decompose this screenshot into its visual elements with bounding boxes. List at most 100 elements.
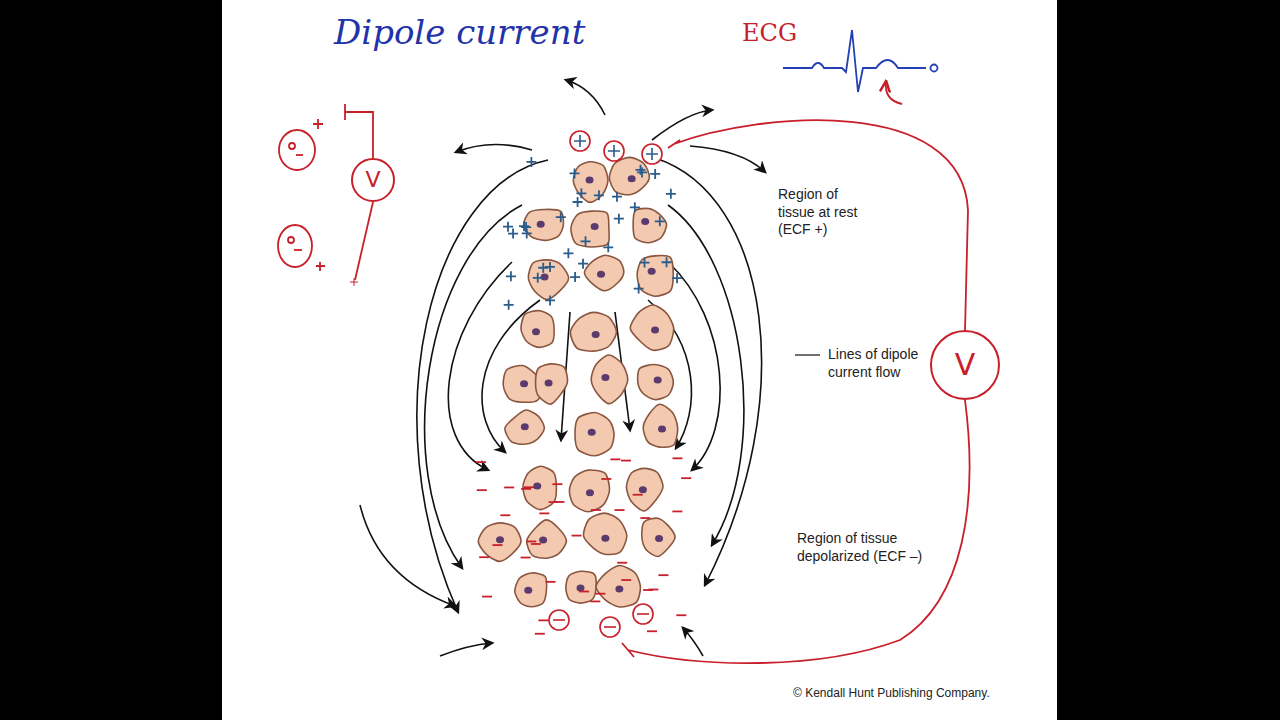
dipole-symbol <box>279 130 315 170</box>
cardiac-cell <box>528 260 568 300</box>
cardiac-cell <box>515 573 547 607</box>
current-flow-arrow <box>566 80 605 115</box>
voltmeter-outline <box>931 331 999 399</box>
negative-charge <box>500 514 510 516</box>
negative-charge <box>681 477 691 479</box>
current-flow-arrow <box>448 262 512 470</box>
positive-charge <box>504 300 514 310</box>
negative-charge <box>591 509 601 511</box>
negative-charge <box>526 541 536 543</box>
cardiac-cell <box>628 175 636 182</box>
cardiac-cell <box>648 268 656 275</box>
cardiac-cell <box>537 221 545 228</box>
cardiac-cell <box>478 523 521 561</box>
positive-charge <box>556 212 566 222</box>
cardiac-cell <box>637 256 673 297</box>
voltmeter-label: V <box>955 350 976 380</box>
positive-charge <box>594 190 604 200</box>
negative-charge <box>476 461 486 463</box>
positive-charge <box>519 221 529 231</box>
dipole-symbol <box>313 119 323 129</box>
circled-charge <box>646 148 658 160</box>
cardiac-cell <box>642 518 675 556</box>
cardiac-cell <box>655 535 663 542</box>
flow-label: Lines of dipole current flow <box>828 346 940 381</box>
cardiac-cell <box>597 271 605 278</box>
cardiac-cell <box>583 513 626 554</box>
ecg-label: ECG <box>742 18 797 48</box>
negative-charge <box>595 593 605 595</box>
positive-charge <box>630 202 640 212</box>
cardiac-cell <box>601 374 609 381</box>
positive-charge <box>570 272 580 282</box>
positive-charge <box>634 284 644 294</box>
cardiac-cell <box>569 470 609 512</box>
positive-charge <box>603 242 613 252</box>
region-label: Region of tissue at rest (ECF +) <box>778 186 878 239</box>
positive-charge <box>635 165 645 175</box>
ecg-trace <box>783 30 938 104</box>
negative-charge <box>615 509 625 511</box>
negative-charge <box>477 489 487 491</box>
negative-charge <box>479 556 489 558</box>
ecg-trace <box>886 82 902 104</box>
negative-charge <box>572 535 582 537</box>
cardiac-cell <box>532 328 540 335</box>
positive-charge <box>640 258 650 268</box>
cardiac-cell <box>536 364 568 404</box>
current-flow-arrow <box>456 144 532 152</box>
current-flow-arrow <box>360 80 765 656</box>
circled-charge <box>549 610 569 630</box>
negative-charge <box>521 557 531 559</box>
negative-charge <box>552 483 562 485</box>
negative-charge <box>524 486 534 488</box>
current-flow-arrow <box>690 146 765 172</box>
negative-charge <box>521 488 531 490</box>
cardiac-cell <box>496 536 504 543</box>
negative-charge <box>621 460 631 462</box>
current-flow-arrow <box>668 205 744 545</box>
negative-charge <box>549 501 559 503</box>
cardiac-cell <box>575 412 614 455</box>
circled-charge <box>549 131 662 637</box>
cardiac-cell <box>651 327 659 334</box>
cardiac-cell <box>591 355 628 404</box>
dipole-symbol <box>288 237 294 243</box>
cardiac-cell <box>639 486 647 493</box>
ecg-trace <box>931 65 938 72</box>
positive-charge <box>655 216 665 226</box>
positive-charge <box>612 192 622 202</box>
cardiac-cell <box>584 255 623 291</box>
cardiac-cell <box>601 535 609 542</box>
circled-charge <box>570 131 590 151</box>
cardiac-cell <box>638 365 674 400</box>
cardiac-cell <box>566 571 596 603</box>
cardiac-cell <box>609 157 649 194</box>
heading: Dipole current <box>334 12 585 52</box>
cardiac-cell <box>527 520 567 558</box>
negative-charge <box>476 458 691 633</box>
cardiac-cell <box>539 536 547 543</box>
negative-charge <box>590 601 600 603</box>
positive-charge <box>570 168 580 178</box>
circled-charge <box>633 604 653 624</box>
ecg-trace <box>783 30 926 92</box>
electrode-wire <box>355 202 373 280</box>
positive-charge <box>508 229 518 239</box>
dipole-symbol <box>294 249 302 251</box>
negative-charge <box>617 562 627 564</box>
negative-charge <box>658 574 668 576</box>
dipole-symbol <box>296 154 303 156</box>
circled-charge <box>600 617 620 637</box>
circled-charge <box>604 626 616 628</box>
positive-charge <box>503 222 513 232</box>
cardiac-cell <box>592 331 600 338</box>
cardiac-cell <box>641 218 649 225</box>
positive-charge <box>533 273 543 283</box>
negative-charge <box>492 544 502 546</box>
positive-charge <box>573 197 583 207</box>
negative-charge <box>621 579 631 581</box>
cardiac-cell <box>615 585 623 592</box>
